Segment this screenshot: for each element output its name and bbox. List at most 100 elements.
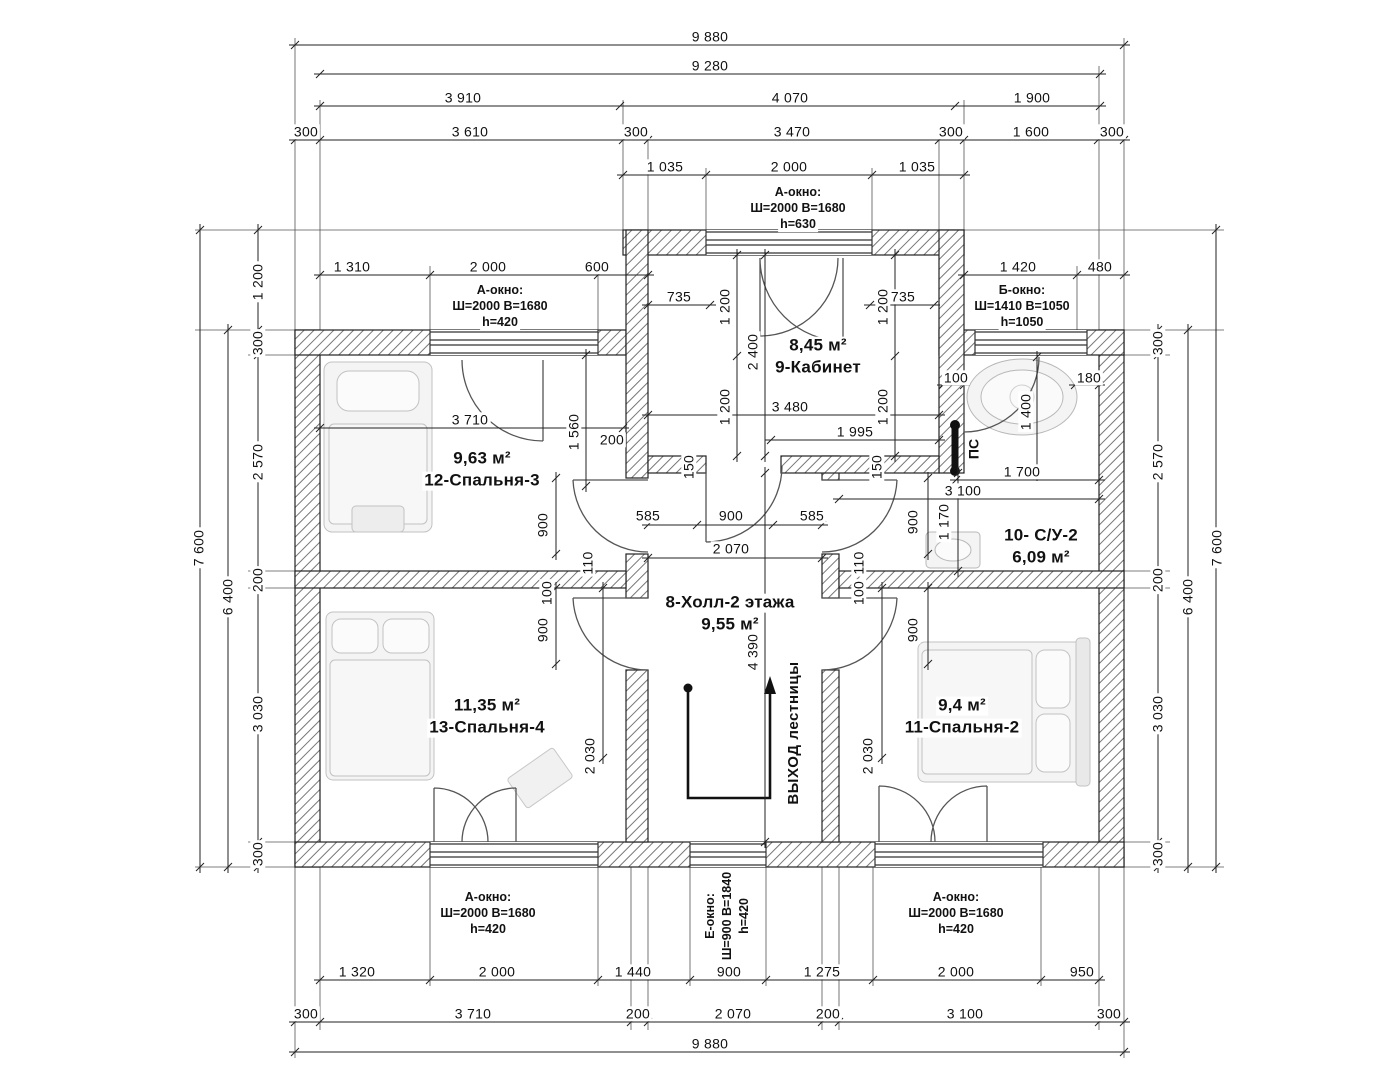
dimension-label: 2 030 [581,735,598,777]
dimension-label: 900 [714,963,744,980]
dimension-line [923,582,933,670]
dimension-line [551,472,561,560]
dimension-label: 300 [291,1005,321,1022]
room-label-line2: 6,09 м² [1010,547,1072,568]
dimension-label: 1 400 [1017,391,1034,433]
dimension-label: 1 560 [565,411,582,453]
dimension-label: 4 390 [744,631,761,673]
dimension-label: 1 995 [834,423,876,440]
dimension-label: 100 [941,369,971,386]
dimension-lines [195,40,1221,1057]
dimension-label: 1 900 [1011,89,1053,106]
dimension-line [950,475,1105,485]
dimension-line [314,270,654,280]
window-annotation-line: Ш=2000 В=1680 [450,299,550,314]
window-annotation-line: Б-окно: [996,283,1048,298]
room-label-line1: 11,35 м² [451,695,523,716]
dimension-label: 300 [1097,123,1127,140]
dimension-line [314,101,1106,111]
dimension-label: 3 030 [249,693,266,735]
dimension-label: 6 400 [1179,576,1196,618]
dimension-label: 300 [1149,839,1166,869]
window-annotation-line: А-окно: [474,283,526,298]
dimension-label: 1 200 [716,286,733,328]
room-label-line1: 8,45 м² [787,335,849,356]
dimension-label: 200 [249,565,266,595]
bed-bedroom-4 [325,611,435,781]
dimension-label: 110 [579,549,596,577]
dimension-label: 600 [582,258,612,275]
dimension-label: 3 100 [942,482,984,499]
dimension-label: 300 [936,123,966,140]
dimension-label: 900 [534,510,551,540]
windows [429,230,1088,867]
dimension-line [958,270,1130,280]
room-label-line1: 10- С/У-2 [1002,525,1080,546]
dimension-label: 1 420 [997,258,1039,275]
dimension-label: 3 030 [1149,693,1166,735]
window-swing-office [759,257,844,342]
door-office [705,465,783,543]
dimension-label: 1 320 [336,963,378,980]
dimension-label: 3 910 [442,89,484,106]
wall-hall-left-c [625,669,649,843]
dimension-line [314,975,1105,985]
dimension-label: 1 170 [935,501,952,543]
window-bedroom2 [874,842,1044,867]
room-label-line1: 9,4 м² [936,695,988,716]
window-bedroom3 [429,330,599,355]
dimension-label: 150 [868,452,885,482]
window-annotation-line: Ш=2000 В=1680 [438,906,538,921]
wall-middle-right [838,570,1125,589]
dimension-line [289,40,1130,50]
dimension-line [760,249,770,462]
dimension-label: 300 [249,839,266,869]
dimension-label: 300 [621,123,651,140]
dimension-label: 2 000 [476,963,518,980]
dimension-line [581,349,591,492]
dimension-line [877,582,887,764]
window-swing-bedroom2 [878,785,988,843]
room-label-line2: 9-Кабинет [773,357,863,378]
dimension-label: 2 070 [712,1005,754,1022]
dimension-label: 2 400 [744,331,761,373]
dimension-line [289,135,1130,145]
dimension-label: 100 [538,578,555,608]
window-annotation-line: А-окно: [930,890,982,905]
dimension-label: 1 200 [874,386,891,428]
dimension-line [289,1047,1130,1057]
extension-lines [195,38,1224,1058]
dimension-label: 200 [813,1005,843,1022]
dimension-label: 9 280 [689,57,731,74]
window-annotation-line: h=630 [778,217,818,232]
dimension-line [923,472,933,560]
dimension-label: 300 [291,123,321,140]
window-annotation-line: Ш=900 В=1840 [720,869,735,963]
dimension-label: 7 600 [190,527,207,569]
dimension-line [642,520,828,530]
dimension-label: 150 [680,452,697,482]
window-bedroom4 [429,842,599,867]
dimension-label: 300 [1094,1005,1124,1022]
dimension-label: 1 200 [716,386,733,428]
dimension-label: 9 880 [689,1035,731,1052]
dimension-label: 200 [1149,565,1166,595]
dimension-line [765,435,945,445]
dimension-label: 7 600 [1208,527,1225,569]
window-annotation-line: Ш=2000 В=1680 [906,906,1006,921]
window-annotation-line: h=420 [480,315,520,330]
dimension-label: 2 000 [467,258,509,275]
dimension-label: 200 [623,1005,653,1022]
room-label-line1: 9,63 м² [451,448,513,469]
dimension-label: 9 880 [689,28,731,45]
dimension-line [760,467,770,848]
dimension-label: 3 470 [771,123,813,140]
wall-hall-left-a [625,229,649,479]
room-label-line2: 13-Спальня-4 [427,717,547,738]
dimension-label: 1 275 [801,963,843,980]
window-swing-bedroom4 [433,787,517,843]
door-swings [433,257,1040,843]
desk-bedroom-4 [507,747,573,809]
